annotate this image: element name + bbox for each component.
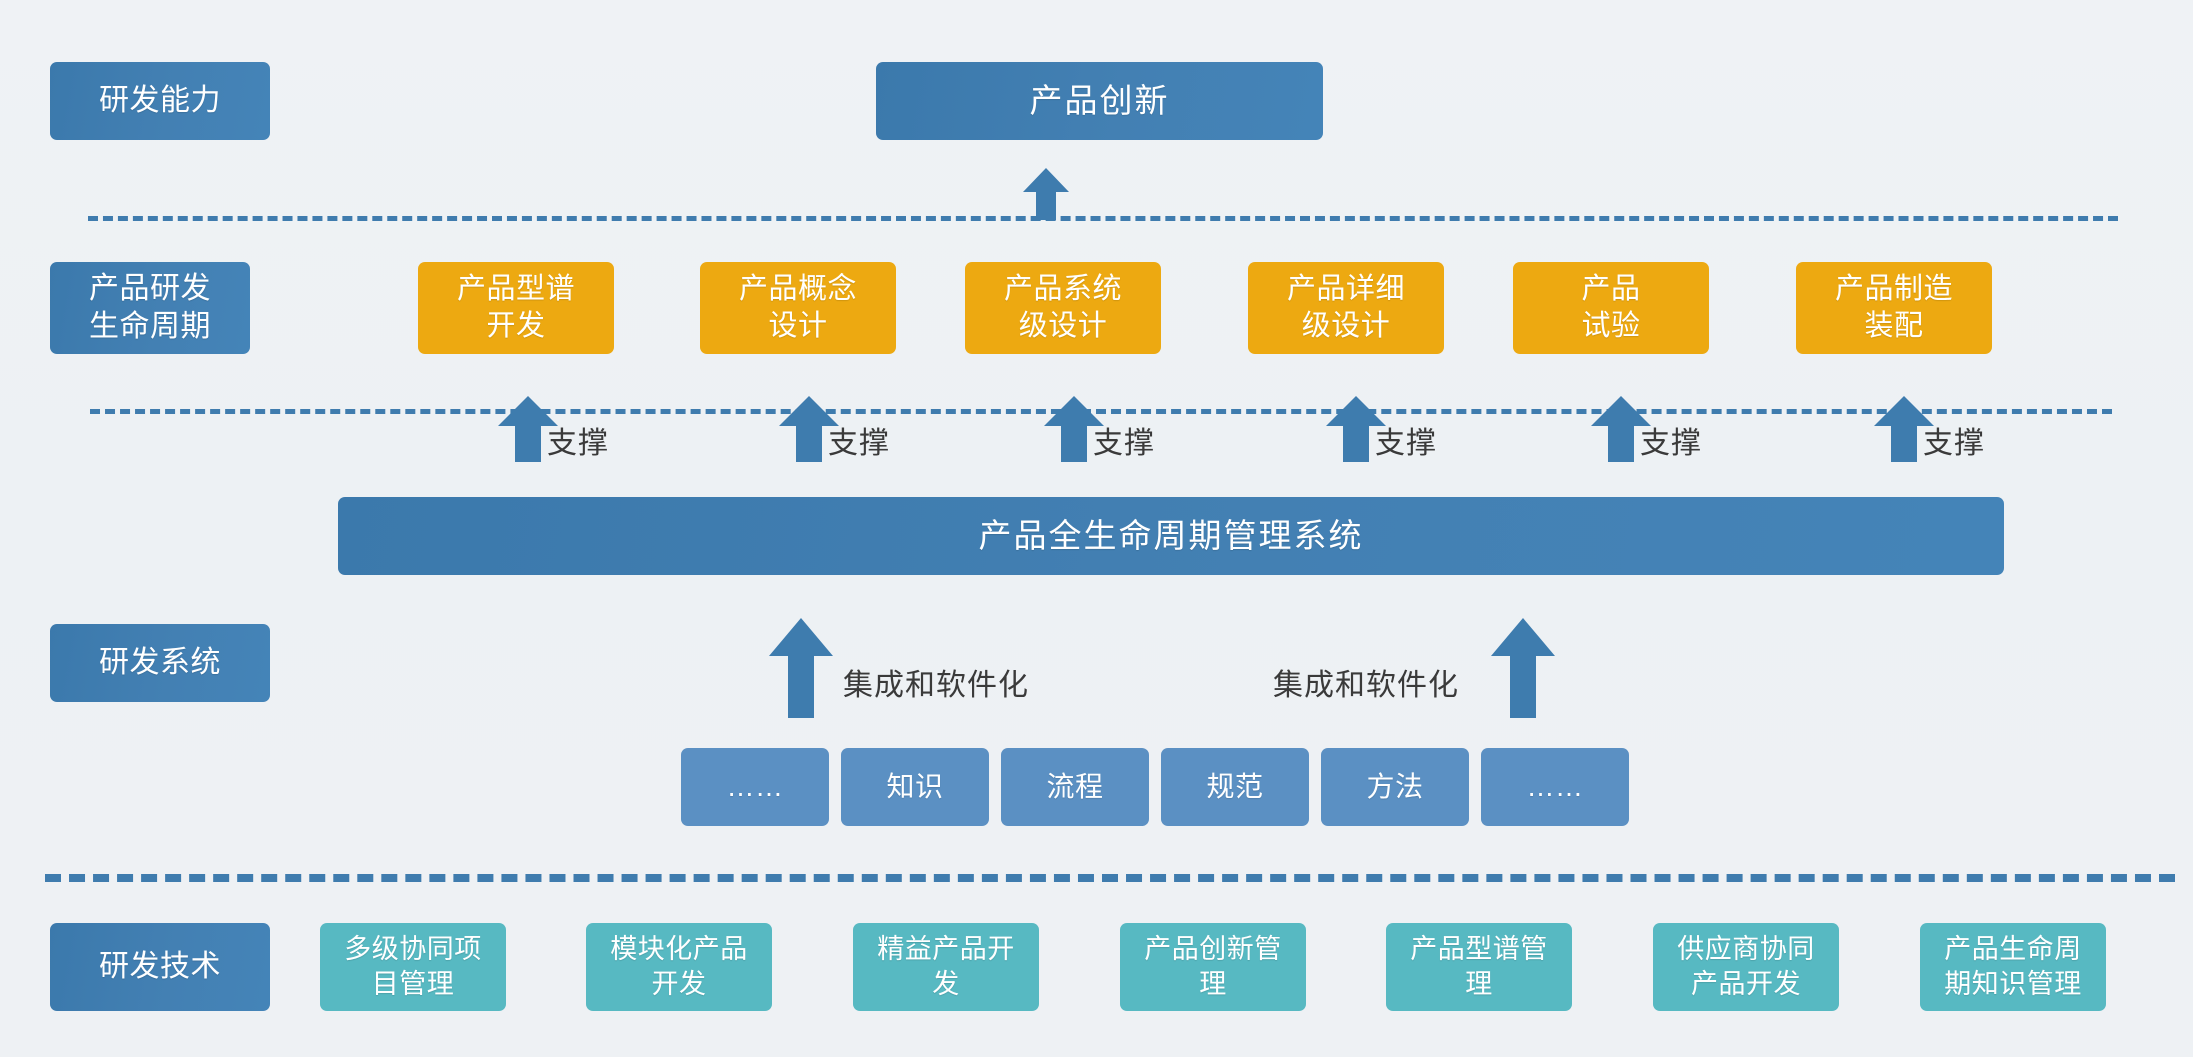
divider-dashed-top <box>88 216 2118 221</box>
row-label-rd-technology: 研发技术 <box>50 923 270 1011</box>
tech-item-modular-product-development[interactable]: 模块化产品 开发 <box>586 923 772 1011</box>
label-integration-right: 集成和软件化 <box>1273 669 1459 702</box>
tech-item-product-lifecycle-knowledge-management[interactable]: 产品生命周 期知识管理 <box>1920 923 2106 1011</box>
row-label-product-rd-lifecycle: 产品研发 生命周期 <box>50 262 250 354</box>
foundation-item-process[interactable]: 流程 <box>1001 748 1149 826</box>
arrow-up-to-product-innovation <box>1022 168 1070 220</box>
row-label-rd-capability: 研发能力 <box>50 62 270 140</box>
divider-dashed-bottom <box>45 874 2175 882</box>
label-support-5: 支撑 <box>1640 427 1702 460</box>
foundation-item-knowledge[interactable]: 知识 <box>841 748 989 826</box>
label-support-1: 支撑 <box>547 427 609 460</box>
arrow-support-3 <box>1043 396 1105 462</box>
stage-product-system-level-design[interactable]: 产品系统 级设计 <box>965 262 1161 354</box>
stage-product-family-development[interactable]: 产品型谱 开发 <box>418 262 614 354</box>
foundation-item-method[interactable]: 方法 <box>1321 748 1469 826</box>
stage-product-test[interactable]: 产品 试验 <box>1513 262 1709 354</box>
tech-item-multi-level-collaborative-project-management[interactable]: 多级协同项 目管理 <box>320 923 506 1011</box>
stage-product-concept-design[interactable]: 产品概念 设计 <box>700 262 896 354</box>
arrow-support-1 <box>497 396 559 462</box>
arrow-support-5 <box>1590 396 1652 462</box>
row-label-rd-system: 研发系统 <box>50 624 270 702</box>
label-support-2: 支撑 <box>828 427 890 460</box>
divider-dashed-middle <box>90 409 2112 414</box>
arrow-integration-left <box>768 618 834 718</box>
arrow-support-6 <box>1873 396 1935 462</box>
foundation-item-standard[interactable]: 规范 <box>1161 748 1309 826</box>
arrow-integration-right <box>1490 618 1556 718</box>
arrow-support-2 <box>778 396 840 462</box>
node-plm-system[interactable]: 产品全生命周期管理系统 <box>338 497 2004 575</box>
node-product-innovation[interactable]: 产品创新 <box>876 62 1323 140</box>
stage-product-manufacturing-assembly[interactable]: 产品制造 装配 <box>1796 262 1992 354</box>
stage-product-detail-level-design[interactable]: 产品详细 级设计 <box>1248 262 1444 354</box>
tech-item-lean-product-development[interactable]: 精益产品开 发 <box>853 923 1039 1011</box>
label-support-4: 支撑 <box>1375 427 1437 460</box>
tech-item-product-family-management[interactable]: 产品型谱管 理 <box>1386 923 1572 1011</box>
arrow-support-4 <box>1325 396 1387 462</box>
tech-item-supplier-collaborative-product-development[interactable]: 供应商协同 产品开发 <box>1653 923 1839 1011</box>
foundation-item-ellipsis-left[interactable]: …… <box>681 748 829 826</box>
tech-item-product-innovation-management[interactable]: 产品创新管 理 <box>1120 923 1306 1011</box>
label-support-3: 支撑 <box>1093 427 1155 460</box>
label-support-6: 支撑 <box>1923 427 1985 460</box>
label-integration-left: 集成和软件化 <box>843 669 1029 702</box>
foundation-item-ellipsis-right[interactable]: …… <box>1481 748 1629 826</box>
